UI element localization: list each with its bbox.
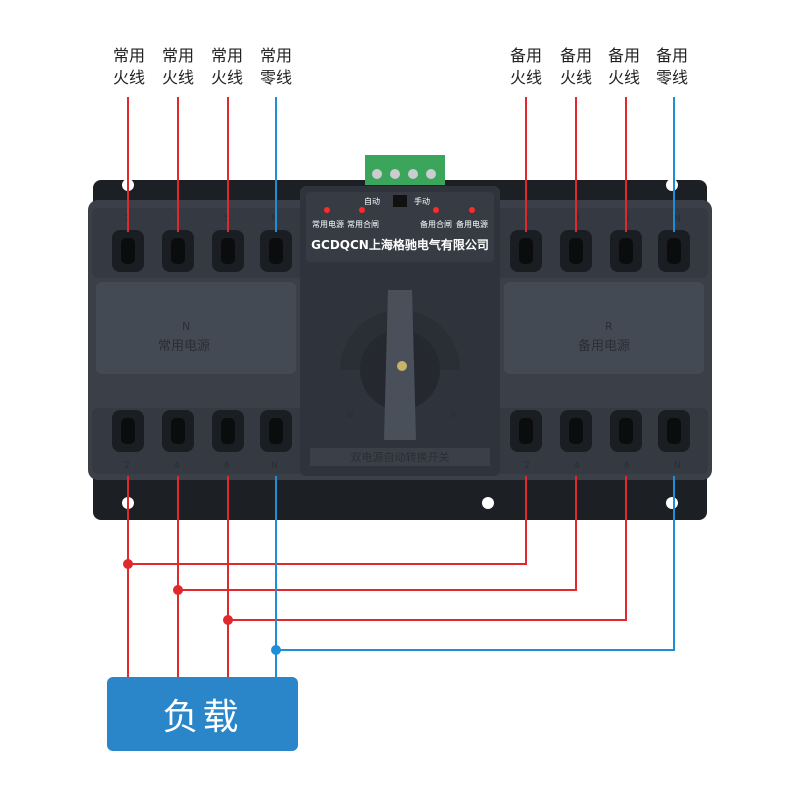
right-panel-text: 备用电源 [578,338,630,354]
led-normal-closed [359,207,365,213]
label-backup-live-1: 备用火线 [509,46,542,87]
terminal-number: 6 [624,461,630,471]
label-normal-live-3: 常用火线 [210,46,243,87]
load-box: 负载 [107,677,298,751]
left-panel-text: 常用电源 [158,339,210,354]
terminal-number: 2 [124,461,130,471]
led-normal-power-text: 常用电源 [312,219,344,229]
left-panel [96,282,296,374]
mount-hole [482,497,494,509]
label-normal-live-2: 常用火线 [161,46,194,87]
bottom-terminal-sockets [112,410,690,452]
bottom-plate [310,448,490,466]
label-backup-neutral: 备用零线 [655,46,688,87]
right-panel [504,282,704,374]
terminal-number: 5 [224,214,230,224]
mode-switch[interactable] [393,195,407,207]
label-backup-live-2: 备用火线 [559,46,592,87]
mount-hole [666,497,678,509]
terminal-number: 1 [124,214,130,224]
terminal-number: N [674,461,681,471]
led-backup-power-text: 备用电源 [456,219,488,229]
terminal-number: 4 [574,461,580,471]
handle-screw-icon [397,361,407,371]
mode-auto-text: 自动 [364,196,380,206]
led-normal-power [324,207,330,213]
screw-icon [408,169,418,179]
screw-icon [372,169,382,179]
left-panel-letter: N [182,320,190,333]
bottom-wires [127,476,675,680]
mode-manual-text: 手动 [414,196,430,206]
junction-dot [271,645,281,655]
led-backup-closed [433,207,439,213]
handle-right-mark: R [450,410,457,421]
screw-icon [426,169,436,179]
screw-icon [390,169,400,179]
junction-dot [223,615,233,625]
terminal-number: N [271,461,278,471]
led-backup-closed-text: 备用合闸 [420,219,452,229]
junction-dot [123,559,133,569]
right-panel-letter: R [605,320,613,333]
label-backup-live-3: 备用火线 [607,46,640,87]
bottom-plate-text: 双电源自动转换开关 [351,450,450,464]
top-wires [127,97,675,232]
label-normal-live-1: 常用火线 [112,46,145,87]
mount-hole [666,179,678,191]
led-backup-power [469,207,475,213]
junction-dot [173,585,183,595]
terminal-number: 3 [174,214,180,224]
load-label: 负载 [162,697,243,738]
terminal-number: N [271,214,278,224]
indicator-panel [306,192,494,262]
terminal-number: 4 [174,461,180,471]
handle-left-mark: N [346,410,353,421]
terminal-number: 6 [224,461,230,471]
brand-text: GCDQCN上海格驰电气有限公司 [311,237,489,252]
led-normal-closed-text: 常用合闸 [347,219,379,229]
terminal-number: 2 [524,461,530,471]
label-normal-neutral: 常用零线 [259,46,292,87]
top-terminal-sockets [112,230,690,272]
terminal-number: N [674,214,681,224]
